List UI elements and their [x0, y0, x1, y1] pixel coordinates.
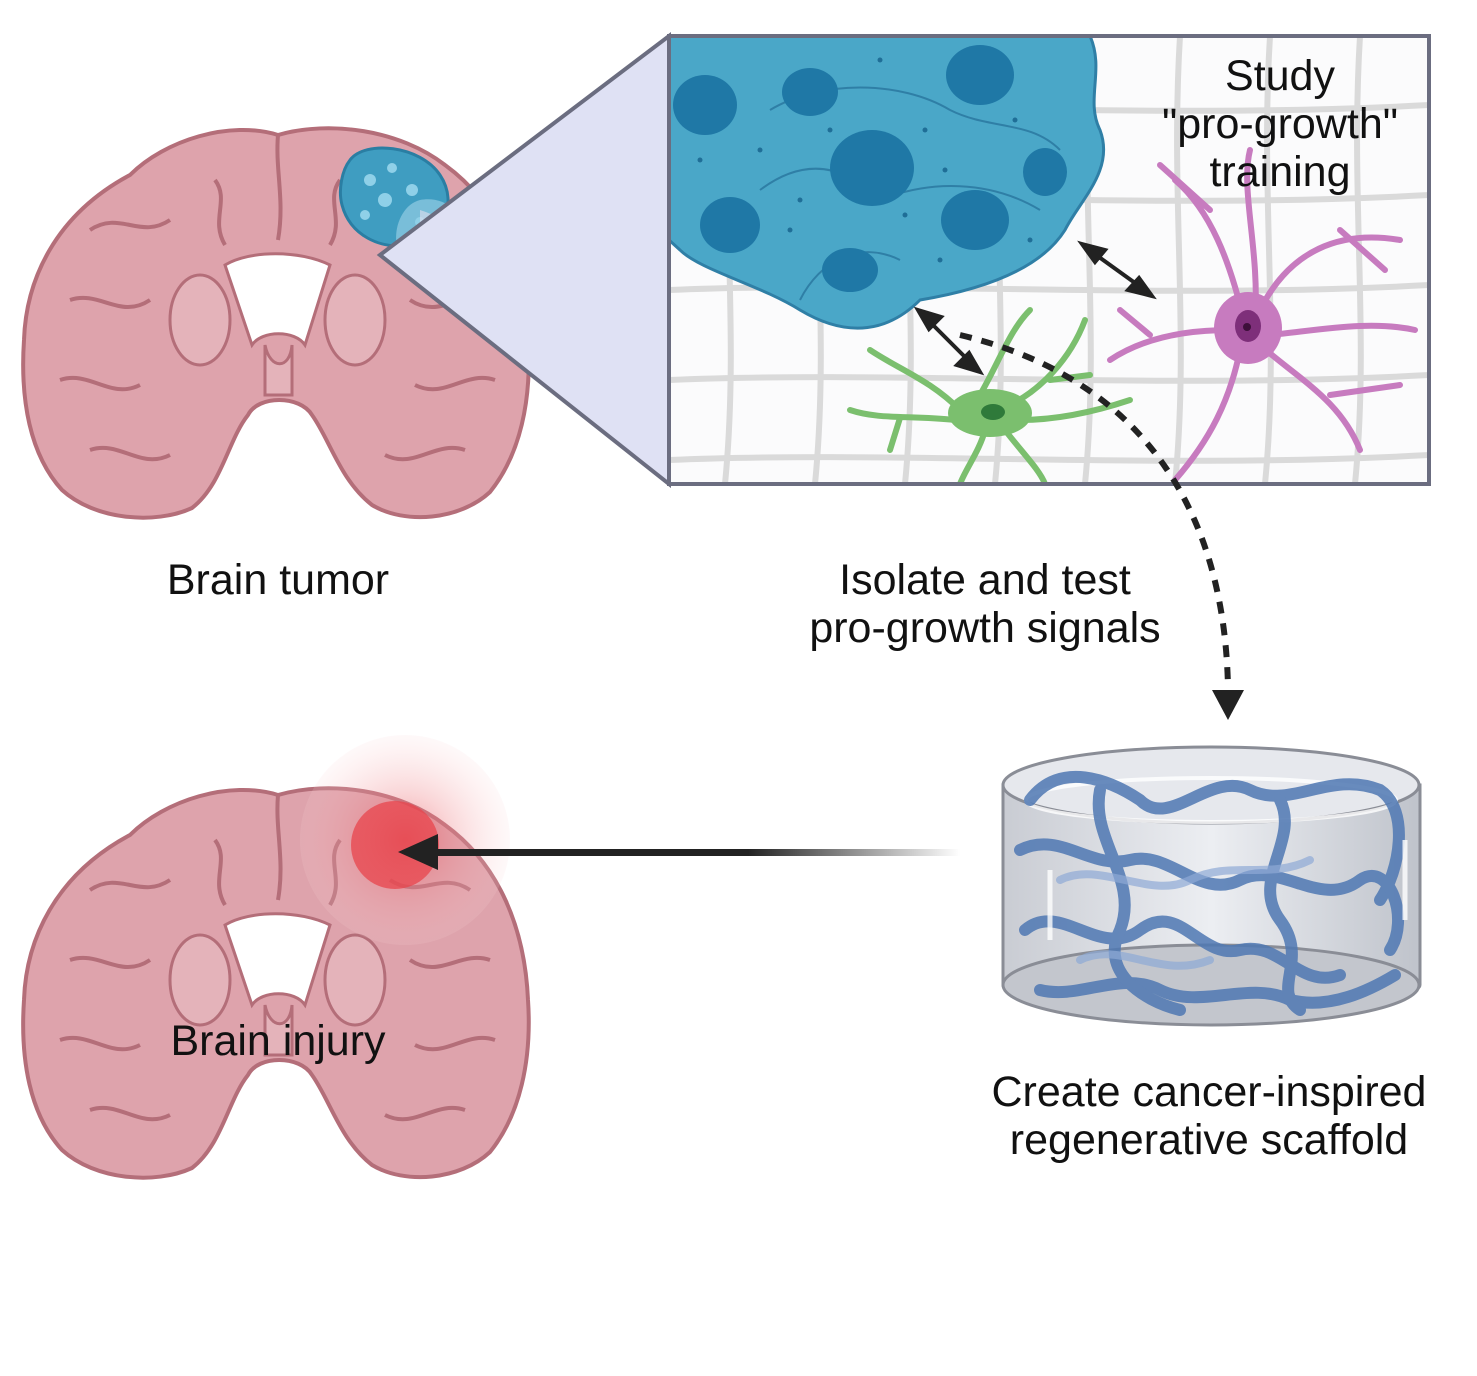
injury-site	[351, 801, 439, 889]
brain-tumor-label: Brain tumor	[166, 556, 390, 604]
regenerative-scaffold	[1001, 745, 1422, 1027]
study-line-2: "pro-growth"	[1161, 100, 1399, 148]
scaffold-to-injury-arrow	[398, 834, 960, 870]
isolate-signals-label: Isolate and test pro-growth signals	[745, 556, 1225, 652]
tumor-cell-cluster	[669, 36, 1106, 330]
study-line-3: training	[1209, 148, 1351, 196]
study-line-1: Study	[1225, 52, 1335, 100]
create-line-2: regenerative scaffold	[1009, 1116, 1409, 1164]
brain-injury-label: Brain injury	[170, 1017, 386, 1065]
interaction-arrow-astrocyte	[1077, 240, 1157, 300]
scaffold-fibers-light	[1056, 856, 1314, 970]
scaffold-fibers	[1014, 770, 1405, 1016]
dashed-signal-arrow	[959, 332, 1244, 720]
study-training-label: Study "pro-growth" training	[1130, 52, 1430, 196]
brain-tumor-illustration	[21, 126, 531, 520]
isolate-line-1: Isolate and test	[839, 556, 1131, 604]
create-scaffold-label: Create cancer-inspired regenerative scaf…	[945, 1068, 1473, 1164]
create-line-1: Create cancer-inspired	[991, 1068, 1427, 1116]
isolate-line-2: pro-growth signals	[809, 604, 1161, 652]
zoom-panel	[667, 34, 1431, 486]
interaction-arrow-neuron	[913, 306, 985, 376]
